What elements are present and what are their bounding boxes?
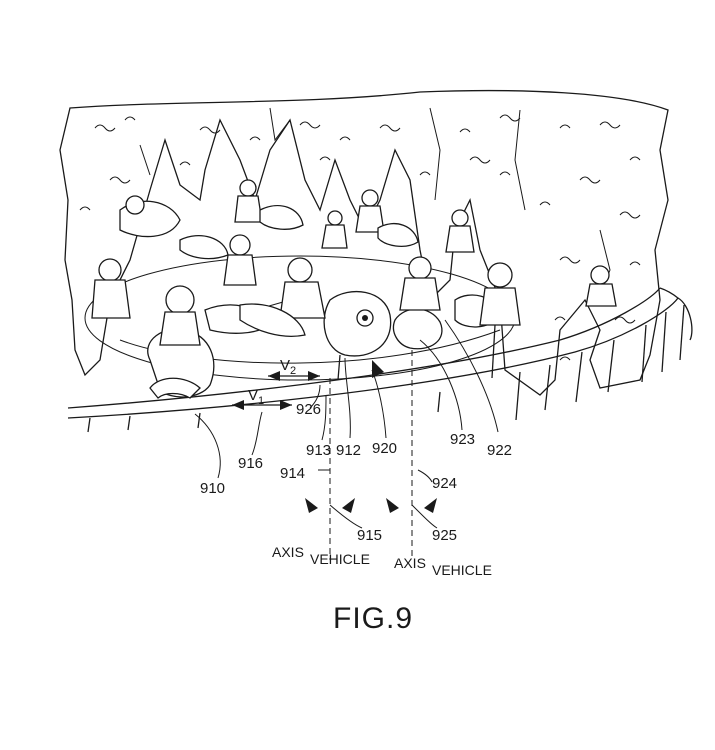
rotation-axes	[329, 350, 413, 560]
label-920: 920	[372, 440, 397, 457]
label-923: 923	[450, 431, 475, 448]
label-914: 914	[280, 465, 305, 482]
velocity-v2-label: V2	[280, 357, 296, 377]
scenery-backdrop	[59, 89, 669, 396]
caption-vehicle-right: VEHICLE	[432, 562, 492, 578]
velocity-arrows	[232, 360, 384, 410]
label-913: 913	[306, 442, 331, 459]
label-922: 922	[487, 442, 512, 459]
leader-lines	[194, 319, 499, 483]
vehicle-920	[392, 256, 521, 379]
ride-vehicles	[91, 179, 617, 399]
label-910: 910	[200, 480, 225, 497]
figure-title: FIG.9	[333, 602, 413, 635]
label-926: 926	[296, 401, 321, 418]
vehicle-group-back	[179, 179, 617, 307]
vehicle-912	[239, 257, 392, 381]
vehicle-group-front-left	[91, 195, 293, 398]
caption-vehicle-left: VEHICLE	[310, 551, 370, 567]
label-924: 924	[432, 475, 457, 492]
foliage-marks	[79, 114, 641, 361]
label-916: 916	[238, 455, 263, 472]
velocity-v1-label: V1	[248, 387, 264, 407]
caption-axis-left: AXIS	[272, 544, 304, 560]
rotation-markers	[305, 498, 438, 529]
caption-axis-right: AXIS	[394, 555, 426, 571]
label-925: 925	[432, 527, 457, 544]
platform-posts	[87, 304, 685, 433]
label-912: 912	[336, 442, 361, 459]
label-915: 915	[357, 527, 382, 544]
